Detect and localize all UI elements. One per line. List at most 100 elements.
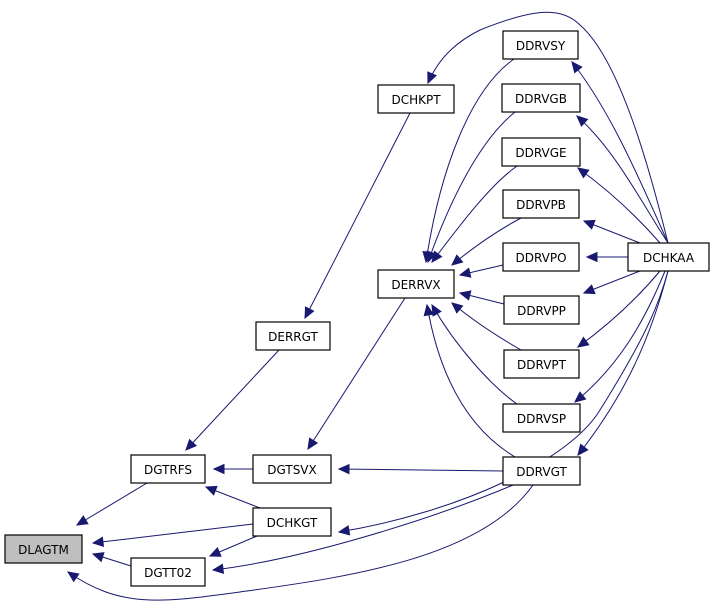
node-label: DDRVGT [516,465,567,479]
edge-dchkaa-to-ddrvpp [582,270,641,295]
node-box [502,189,580,219]
node-label: DDRVSP [517,412,566,426]
edge-ddrvsp-to-derrvx [431,303,518,405]
node-box [255,321,331,351]
edge-dchkaa-to-ddrvsy [571,61,669,244]
node-ddrvgt[interactable]: DDRVGT [502,456,581,486]
node-dchkaa[interactable]: DCHKAA [627,242,710,272]
arrowhead-icon [576,115,589,127]
edge-ddrvpb-to-derrvx [451,217,522,266]
edge-ddrvgt-to-dgtt02 [211,484,514,575]
node-box [627,242,710,272]
edge-dchkaa-to-ddrvgb [576,115,669,244]
edge-line [212,484,514,571]
arrowhead-icon [427,71,437,85]
edge-ddrvge-to-derrvx [431,165,518,263]
node-box [503,349,580,379]
edge-dchkgt-to-dlagtm [91,523,254,547]
arrowhead-icon [212,463,225,475]
arrowhead-icon [337,463,350,475]
node-label: DDRVGE [515,146,566,160]
edge-line [577,167,661,244]
arrowhead-icon [451,254,464,266]
arrowhead-icon [582,284,596,295]
arrowhead-icon [423,303,434,317]
arrowhead-icon [75,515,89,526]
node-label: DGTT02 [144,566,192,580]
edge-line [577,270,669,456]
arrowhead-icon [204,485,218,496]
node-box [502,242,580,272]
node-box [503,295,580,325]
edge-line [304,112,411,319]
arrowhead-icon [431,250,443,263]
node-dgtsvx[interactable]: DGTSVX [252,454,332,484]
node-ddrvpo[interactable]: DDRVPO [502,242,580,272]
edge-ddrvpo-to-derrvx [458,264,504,278]
arrowhead-icon [582,219,596,230]
edge-dchkgt-to-dgtt02 [208,535,258,557]
arrowhead-icon [337,525,351,536]
node-label: DGTSVX [267,463,317,477]
node-dchkgt[interactable]: DCHKGT [252,507,332,537]
edge-line [571,61,669,244]
node-derrvx[interactable]: DERRVX [377,269,455,299]
arrowhead-icon [577,443,589,456]
edge-dchkgt-to-dgtrfs [204,485,261,509]
arrowhead-icon [585,251,598,263]
edge-dgtsvx-to-dgtrfs [212,463,253,475]
node-ddrvpt[interactable]: DDRVPT [503,349,580,379]
edge-ddrvpp-to-derrvx [458,290,505,305]
node-label: DDRVPP [517,304,566,318]
node-ddrvgb[interactable]: DDRVGB [501,83,581,113]
node-box [502,456,581,486]
edge-line [307,297,406,450]
edge-line [427,11,669,244]
arrowhead-icon [185,438,198,451]
arrowhead-icon [571,61,583,74]
node-box [130,454,206,484]
arrowhead-icon [577,167,590,179]
edge-ddrvgt-to-dlagtm [66,484,534,601]
node-label: DDRVGB [515,92,567,106]
edge-dchkaa-to-ddrvpb [582,219,641,244]
edge-derrvx-to-dgtsvx [307,297,406,451]
edge-line [338,468,504,472]
node-dgtrfs[interactable]: DGTRFS [130,454,206,484]
node-label: DDRVPO [515,251,566,265]
node-derrgt[interactable]: DERRGT [255,321,331,351]
edge-dchkaa-to-ddrvpt [577,270,661,348]
arrowhead-icon [458,267,472,278]
node-ddrvsp[interactable]: DDRVSP [502,403,581,433]
edge-dgtt02-to-dlagtm [91,552,132,567]
node-ddrvsy[interactable]: DDRVSY [502,30,579,60]
edge-ddrvgt-to-derrvx [423,303,516,458]
edge-dchkaa-to-ddrvsp [574,270,666,403]
arrowhead-icon [66,571,80,583]
node-ddrvpb[interactable]: DDRVPB [502,189,580,219]
node-label: DDRVSY [516,39,566,53]
node-box [377,84,455,114]
arrowhead-icon [577,336,590,348]
edge-derrgt-to-dgtrfs [185,349,280,451]
edge-dchkaa-to-dchkpt [427,11,669,244]
edge-dchkaa-to-ddrvge [577,167,661,244]
node-label: DCHKAA [643,251,695,265]
node-dgtt02[interactable]: DGTT02 [130,557,206,587]
arrowhead-icon [304,306,315,320]
edge-line [427,111,516,263]
node-box [130,557,206,587]
nodes-layer: DLAGTM DGTRFS DGTSVX DCHKGT DGTT02 DERRGT DCHK… [4,30,710,587]
edge-line [574,270,666,403]
edge-ddrvgb-to-derrvx [426,111,516,264]
node-label: DGTRFS [144,463,192,477]
edge-dchkaa-to-ddrvpo [585,251,628,263]
edge-line [577,270,661,348]
node-dchkpt[interactable]: DCHKPT [377,84,455,114]
node-label: DLAGTM [18,543,69,557]
node-ddrvge[interactable]: DDRVGE [501,137,581,167]
arrowhead-icon [451,302,464,314]
node-ddrvpp[interactable]: DDRVPP [503,295,580,325]
arrowhead-icon [458,290,472,301]
